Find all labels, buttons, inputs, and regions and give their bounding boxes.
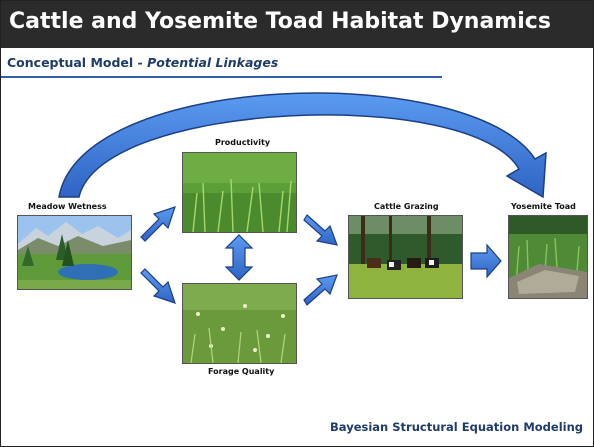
arrow-productivity-to-cattle — [303, 214, 338, 246]
arrow-productivity-forage-bidirectional — [224, 234, 254, 281]
photo-forage-quality — [182, 283, 297, 364]
cattle-image — [349, 216, 462, 298]
title-bar: Cattle and Yosemite Toad Habitat Dynamic… — [1, 1, 593, 48]
green-grass-image — [183, 153, 296, 232]
subtitle-main: Conceptual Model - — [7, 55, 148, 70]
label-cattle-grazing: Cattle Grazing — [374, 202, 439, 211]
toad-habitat-image — [509, 216, 587, 298]
subtitle-underline — [1, 76, 442, 78]
photo-cattle-grazing — [348, 215, 463, 299]
meadow-landscape-image — [18, 216, 131, 289]
label-meadow-wetness: Meadow Wetness — [28, 202, 107, 211]
photo-productivity — [182, 152, 297, 233]
arrow-forage-to-cattle — [303, 274, 338, 306]
label-productivity: Productivity — [215, 138, 271, 147]
curved-arrow-meadow-to-toad — [58, 92, 547, 199]
slide-subtitle: Conceptual Model - Potential Linkages — [7, 55, 278, 70]
arrow-meadow-to-forage — [140, 268, 176, 304]
label-forage-quality: Forage Quality — [208, 367, 275, 376]
slide-title: Cattle and Yosemite Toad Habitat Dynamic… — [9, 9, 551, 34]
footer-caption: Bayesian Structural Equation Modeling — [330, 420, 583, 434]
subtitle-italic: Potential Linkages — [147, 55, 279, 70]
arrow-cattle-to-toad — [470, 243, 502, 279]
forage-grass-image — [183, 284, 296, 363]
arrow-meadow-to-productivity — [140, 206, 176, 242]
label-yosemite-toad: Yosemite Toad — [511, 202, 576, 211]
photo-yosemite-toad — [508, 215, 588, 299]
photo-meadow-wetness — [17, 215, 132, 290]
